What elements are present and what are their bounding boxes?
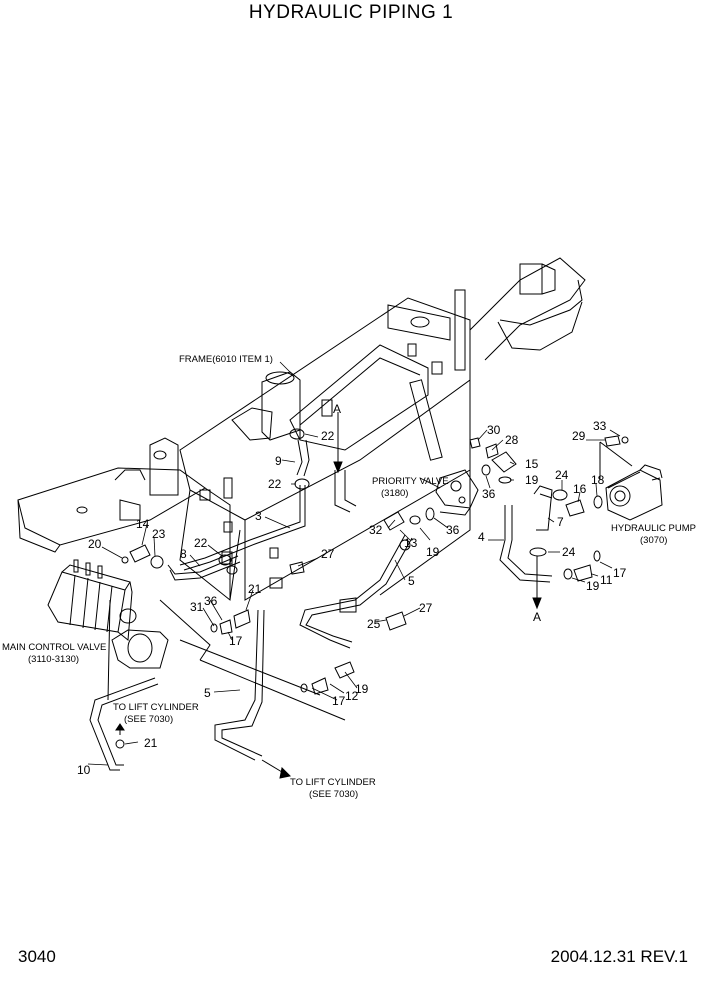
part-11a: 11 [600,573,613,587]
main-control-valve-label: MAIN CONTROL VALVE [2,642,106,653]
part-10: 10 [77,763,91,777]
part-36c: 36 [204,594,218,608]
hydraulic-pump [599,441,663,521]
page-title: HYDRAULIC PIPING 1 [248,2,454,23]
main-control-valve-ref: (3110-3130) [28,654,79,665]
part-22a: 22 [321,429,335,443]
part-23: 23 [152,527,166,541]
part-3: 3 [255,509,262,523]
part-5a: 5 [408,574,415,588]
lift-cylinder-ref-2: (SEE 7030) [309,789,358,800]
part-24a: 24 [555,468,569,482]
part-21a: 21 [248,582,262,596]
main-control-valve [47,559,169,669]
hydraulic-pump-ref: (3070) [640,535,667,546]
lift-cylinder-ref-1: (SEE 7030) [124,714,173,725]
part-17b: 17 [229,634,243,648]
part-8: 8 [180,547,187,561]
lift-cylinder-label-1: TO LIFT CYLINDER [113,702,199,713]
part-19a: 19 [525,473,539,487]
part-4: 4 [478,530,485,544]
part-9: 9 [275,454,282,468]
leader-lines [87,361,621,766]
part-20: 20 [88,537,102,551]
frame-label: FRAME(6010 ITEM 1) [179,354,273,365]
part-28: 28 [505,433,519,447]
part-30: 30 [487,423,501,437]
priority-valve-ref: (3180) [381,488,408,499]
part-13: 13 [404,536,418,550]
part-29: 29 [572,429,586,443]
part-17c: 17 [332,694,346,708]
part-21b: 21 [144,736,158,750]
part-14: 14 [136,517,150,531]
section-a-top: A [333,402,341,416]
hydraulic-pump-label: HYDRAULIC PUMP [611,523,696,534]
fittings [115,428,629,749]
part-36a: 36 [482,487,496,501]
priority-valve [435,469,479,516]
frame [17,257,586,721]
part-24b: 24 [562,545,576,559]
labels: FRAME(6010 ITEM 1) PRIORITY VALVE (3180)… [2,354,696,800]
page-number: 3040 [18,947,56,966]
part-22b: 22 [268,477,282,491]
part-25: 25 [367,617,381,631]
part-33: 33 [593,419,607,433]
pipes [89,412,553,779]
section-a-bottom: A [533,610,541,624]
part-19d: 19 [355,682,369,696]
part-7: 7 [557,515,564,529]
part-19b: 19 [586,579,600,593]
part-27b: 27 [419,601,433,615]
part-18: 18 [591,473,605,487]
part-17a: 17 [613,566,627,580]
part-32: 32 [369,523,383,537]
lift-cylinder-label-2: TO LIFT CYLINDER [290,777,376,788]
part-31: 31 [190,600,204,614]
priority-valve-label: PRIORITY VALVE [372,476,449,487]
part-36b: 36 [446,523,460,537]
part-12: 12 [345,689,359,703]
part-5b: 5 [204,686,211,700]
part-15: 15 [525,457,539,471]
part-27a: 27 [321,547,335,561]
revision-date: 2004.12.31 REV.1 [550,947,688,966]
part-16: 16 [573,482,587,496]
part-19c: 19 [426,545,440,559]
part-22c: 22 [194,536,208,550]
